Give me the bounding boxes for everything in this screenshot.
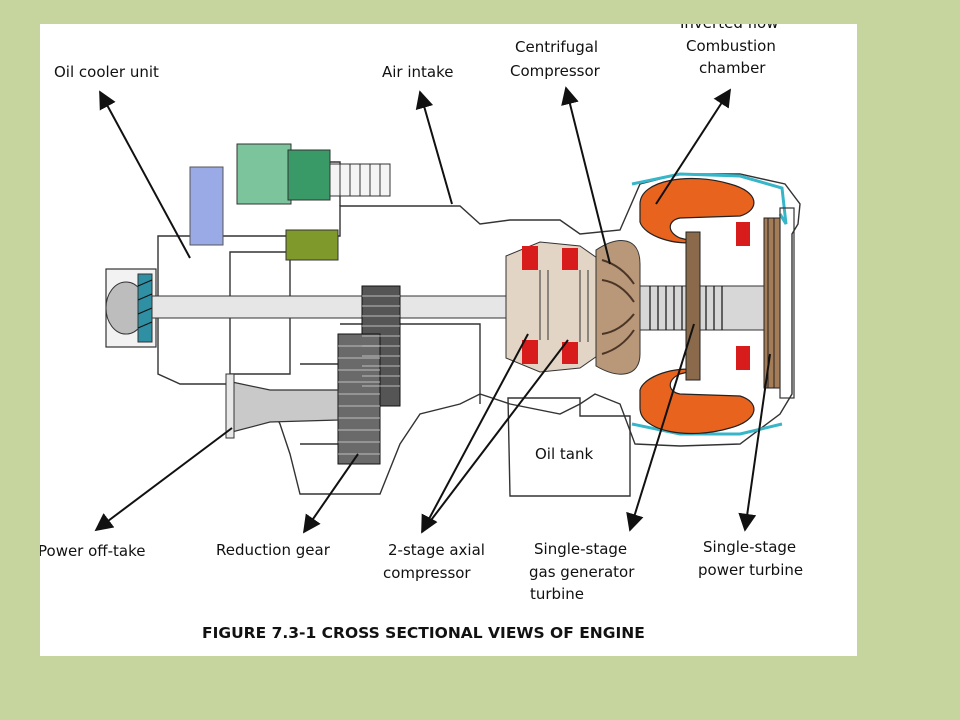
label-axial-compressor-line1: 2-stage axial — [388, 541, 485, 559]
label-power-turbine-line1: Single-stage — [703, 538, 797, 556]
label-power-off-take: Power off-take — [40, 542, 146, 560]
label-combustion-line3: chamber — [699, 59, 766, 77]
label-gas-generator-turbine-line3: turbine — [530, 585, 584, 603]
olive-block — [285, 229, 339, 261]
label-oil-tank: Oil tank — [535, 445, 594, 463]
label-gas-generator-turbine-line1: Single-stage — [534, 540, 628, 558]
turbine-stages — [685, 207, 795, 399]
label-combustion-line2: Combustion — [686, 37, 776, 55]
label-centrifugal-compressor-line1: Centrifugal — [515, 38, 599, 56]
green-oil-cooler — [236, 143, 391, 205]
leader-arrows — [94, 86, 771, 534]
label-power-turbine-line2: power turbine — [698, 561, 804, 579]
label-axial-compressor-line2: compressor — [383, 564, 471, 582]
label-reduction-gear: Reduction gear — [216, 541, 330, 559]
label-centrifugal-compressor-line2: Compressor — [510, 62, 600, 80]
front-nose — [105, 268, 157, 348]
axial-compressor — [505, 241, 601, 373]
oil-tank-box — [507, 397, 631, 497]
combustion-chamber — [631, 172, 788, 436]
label-combustion-line1: Inverted flow — [680, 24, 779, 33]
reduction-gear-assembly — [337, 285, 401, 465]
figure-caption: FIGURE 7.3-1 CROSS SECTIONAL VIEWS OF EN… — [202, 624, 645, 642]
centrifugal-compressor — [595, 240, 641, 375]
engine-cross-section-diagram — [94, 86, 801, 534]
label-gas-generator-turbine-line2: gas generator — [529, 563, 635, 581]
figure-panel: Oil cooler unit Air intake Centrifugal C… — [40, 24, 857, 656]
label-air-intake: Air intake — [382, 63, 454, 81]
label-oil-cooler-unit: Oil cooler unit — [54, 63, 159, 81]
power-offtake-shaft — [225, 373, 339, 439]
oil-cooler-blue-block — [189, 166, 224, 246]
